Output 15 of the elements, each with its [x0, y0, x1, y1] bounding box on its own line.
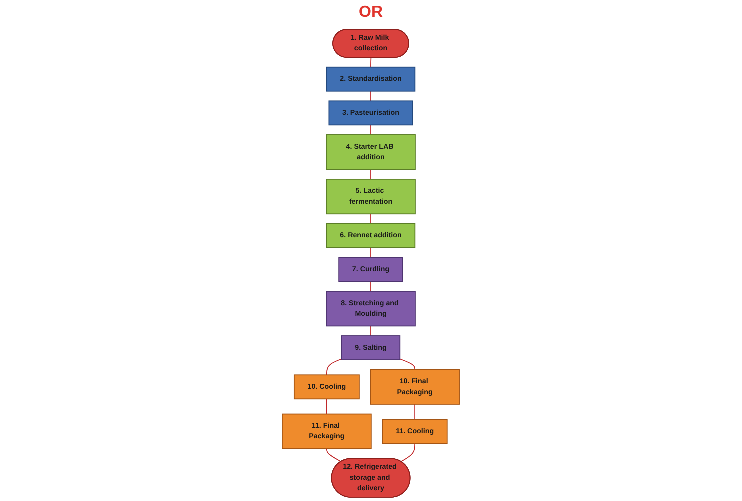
connector [370, 214, 372, 224]
connector [370, 248, 372, 258]
connector [400, 443, 416, 462]
connector [370, 90, 372, 102]
note-text: OR [359, 4, 383, 22]
connector [400, 358, 416, 370]
connector [370, 281, 372, 292]
connector [326, 398, 328, 415]
connector [370, 326, 372, 336]
connector [370, 169, 372, 180]
connector [326, 358, 342, 376]
connector [414, 404, 416, 420]
connector [326, 448, 342, 462]
connector [370, 57, 372, 68]
connector [370, 124, 372, 136]
